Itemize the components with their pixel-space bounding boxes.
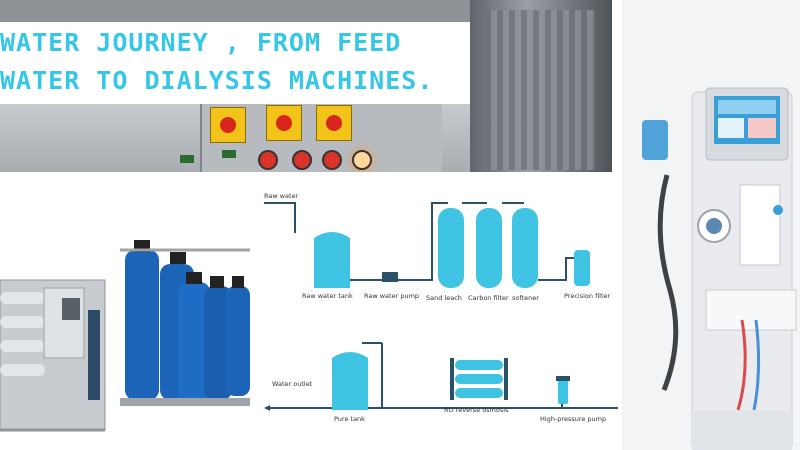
water-treatment-flow-diagram: Raw water Raw water tank Raw water pump …	[264, 192, 618, 423]
carbon-filter-vessel	[476, 208, 502, 288]
ro-membrane	[455, 388, 503, 398]
raw-water-pump	[382, 272, 398, 282]
isolator-switch	[316, 105, 352, 141]
dialysis-machine-photo	[622, 0, 800, 450]
label-softener: softener	[512, 294, 539, 302]
pipe-softener-to-precision	[538, 257, 577, 281]
switch-knob	[276, 115, 292, 131]
label-ro-reverse-osmosis: RO reverse osmosis	[444, 406, 509, 414]
isolator-switch	[210, 107, 246, 143]
precision-filter	[574, 250, 590, 286]
indicator-lamp-lit	[352, 150, 372, 170]
sand-filter-vessel	[438, 208, 464, 288]
ro-frame	[504, 358, 508, 400]
title-box: WATER JOURNEY , FROM FEED WATER TO DIALY…	[0, 22, 470, 104]
ro-plant-photo	[0, 200, 260, 450]
title-line-2: WATER TO DIALYSIS MACHINES.	[0, 66, 434, 95]
softener-vessel	[512, 208, 538, 288]
label-pure-tank: Pure tank	[334, 415, 365, 423]
label-raw-water: Raw water	[264, 192, 299, 200]
switch-knob	[220, 117, 236, 133]
label-carbon-filter: Carbon filter	[468, 294, 509, 302]
label-raw-water-tank: Raw water tank	[302, 292, 353, 300]
indicator-lamp	[258, 150, 278, 170]
pipe-pump-to-sand	[398, 202, 448, 281]
switch-knob	[326, 115, 342, 131]
pump-motor-cap	[556, 376, 570, 381]
label-high-pressure-pump: High-pressure pump	[540, 415, 606, 423]
ro-membrane	[455, 360, 503, 370]
indicator-lamp	[322, 150, 342, 170]
label-water-outlet: Water outlet	[272, 380, 313, 388]
panel-label	[222, 150, 236, 158]
label-raw-water-pump: Raw water pump	[364, 292, 419, 300]
title-line-1: WATER JOURNEY , FROM FEED	[0, 28, 402, 57]
ro-membrane	[455, 374, 503, 384]
metal-grate	[485, 10, 595, 170]
pipe-raw-inlet	[264, 202, 296, 233]
ro-frame	[450, 358, 454, 400]
panel-label	[180, 155, 194, 163]
raw-water-tank	[314, 232, 350, 288]
isolator-switch	[266, 105, 302, 141]
outlet-arrow-icon	[264, 405, 270, 411]
label-sand-leach: Sand leach	[426, 294, 462, 302]
pure-water-tank	[332, 352, 368, 410]
label-precision-filter: Precision filter	[564, 292, 611, 300]
high-pressure-pump	[558, 380, 568, 404]
indicator-lamp	[292, 150, 312, 170]
